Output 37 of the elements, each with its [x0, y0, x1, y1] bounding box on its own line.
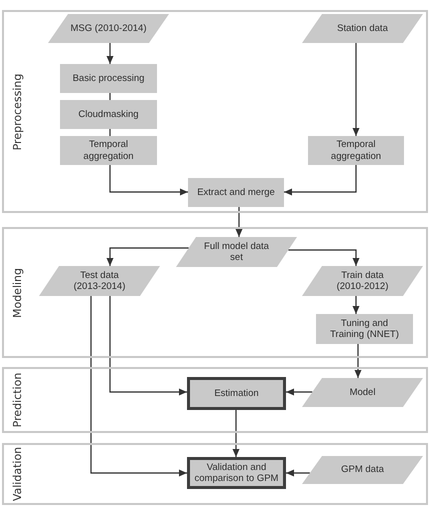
- data-parallelogram: Station data: [302, 14, 423, 43]
- section-label: Preprocessing: [12, 73, 23, 150]
- arrow: [106, 43, 114, 64]
- swimlane-panel: [2, 367, 428, 433]
- arrow: [284, 165, 357, 196]
- process-box: Cloudmasking: [60, 100, 157, 129]
- section-label: Modeling: [12, 267, 23, 318]
- highlighted-process-box: Validation and comparison to GPM: [187, 457, 286, 489]
- arrow: [352, 43, 360, 136]
- process-box: Temporal aggregation: [308, 136, 404, 165]
- process-box: Tuning and Training (NNET): [316, 314, 413, 344]
- arrow: [106, 247, 189, 266]
- arrow: [109, 296, 187, 396]
- data-parallelogram: Test data (2013-2014): [39, 266, 160, 296]
- arrow: [352, 296, 360, 314]
- arrow: [354, 344, 362, 378]
- arrow: [286, 388, 312, 396]
- swimlane-panel: [2, 10, 428, 213]
- arrow: [90, 296, 187, 476]
- section-label: Validation: [12, 446, 23, 502]
- process-box: Extract and merge: [188, 178, 284, 207]
- arrow: [232, 410, 240, 457]
- data-parallelogram: Model: [302, 378, 423, 407]
- data-parallelogram: Train data (2010-2012): [302, 266, 423, 296]
- data-parallelogram: GPM data: [302, 456, 423, 484]
- arrow: [288, 249, 360, 266]
- highlighted-process-box: Estimation: [187, 377, 286, 410]
- arrow: [109, 165, 188, 196]
- process-box: Temporal aggregation: [60, 136, 157, 165]
- arrow: [236, 207, 242, 237]
- arrow: [286, 470, 310, 476]
- data-parallelogram: Full model data set: [176, 237, 297, 267]
- swimlane-panel: [2, 227, 428, 358]
- swimlane-panel: [2, 443, 428, 505]
- data-parallelogram: MSG (2010-2014): [48, 14, 169, 43]
- process-box: Basic processing: [60, 64, 157, 93]
- section-label: Prediction: [12, 372, 23, 428]
